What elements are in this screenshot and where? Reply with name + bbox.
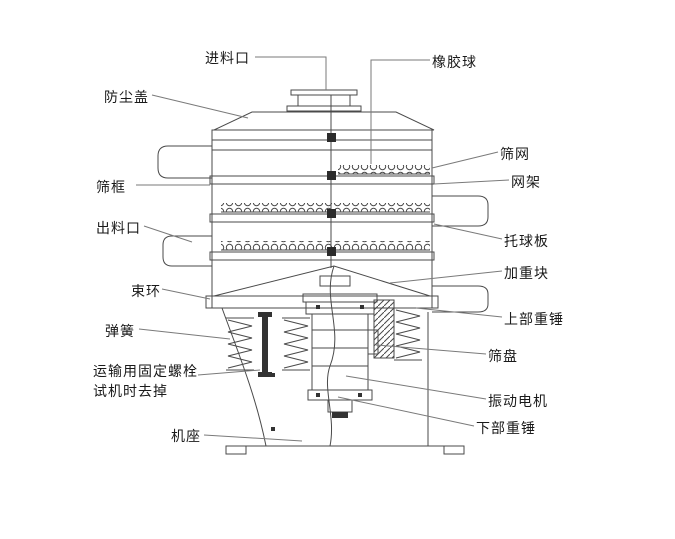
discharge-outlet-part <box>157 145 212 267</box>
sieve-mesh-part <box>221 165 430 251</box>
label-upper-weight: 上部重锤 <box>504 311 564 327</box>
label-feed-inlet: 进料口 <box>205 50 250 66</box>
label-machine-base: 机座 <box>171 428 201 444</box>
label-discharge-outlet: 出料口 <box>96 220 141 236</box>
leader-lower-weight <box>337 396 475 427</box>
label-rubber-ball: 橡胶球 <box>432 54 477 70</box>
dust-cover-part <box>211 111 435 151</box>
label-vibration-motor: 振动电机 <box>488 393 548 409</box>
label-spring: 弹簧 <box>105 323 135 339</box>
leader-sieve-tray <box>375 344 487 355</box>
label-sieve-mesh: 筛网 <box>500 146 530 162</box>
label-weight-block: 加重块 <box>504 265 549 281</box>
leader-feed-inlet <box>255 56 327 90</box>
leader-spring <box>138 328 231 340</box>
label-dust-cover: 防尘盖 <box>104 89 149 105</box>
leader-vibration-motor <box>345 375 487 400</box>
right-spouts-part <box>432 195 489 313</box>
leader-mesh-frame <box>433 179 510 185</box>
machine-body-group <box>157 89 489 455</box>
label-transport-bolt-line2: 试机时去掉 <box>93 383 168 400</box>
upper-weight-part <box>366 299 395 359</box>
leader-sieve-mesh <box>431 151 499 169</box>
vibration-motor-part <box>302 293 379 418</box>
weight-block-part <box>213 265 431 297</box>
label-transport-bolt: 运输用固定螺栓 试机时去掉 <box>93 361 198 402</box>
leader-ball-support-plate <box>433 223 503 240</box>
leader-weight-block <box>389 270 503 284</box>
label-sieve-tray: 筛盘 <box>488 348 518 364</box>
label-clamp-ring: 束环 <box>131 283 161 299</box>
label-lower-weight: 下部重锤 <box>476 420 536 436</box>
leader-clamp-ring <box>161 288 211 300</box>
label-sieve-frame: 筛框 <box>96 179 126 195</box>
feed-inlet-part <box>286 89 362 112</box>
label-transport-bolt-line1: 运输用固定螺栓 <box>93 363 198 379</box>
label-mesh-frame: 网架 <box>511 174 541 190</box>
leader-upper-weight <box>415 307 503 318</box>
machine-base-part <box>221 265 465 455</box>
leader-discharge-outlet <box>143 225 193 243</box>
leader-transport-bolt <box>197 369 261 376</box>
transport-bolt-part <box>258 312 272 377</box>
leader-lines <box>136 56 510 442</box>
label-ball-support-plate: 托球板 <box>504 233 549 249</box>
leader-rubber-ball <box>370 59 430 164</box>
center-bolt-part <box>327 95 336 268</box>
leader-dust-cover <box>151 94 249 119</box>
leader-machine-base <box>203 434 303 442</box>
